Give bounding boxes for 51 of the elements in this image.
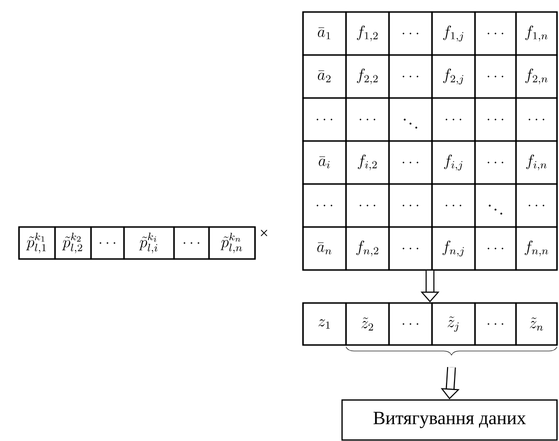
matrix-cell: $\dots$ xyxy=(474,97,517,142)
matrix-cell: $f_{n,2}$ xyxy=(345,226,390,271)
matrix-cell: $\dots$ xyxy=(474,226,517,271)
vector-cell: $\tilde{z}_n$ xyxy=(515,302,558,346)
matrix-cell: $\dots$ xyxy=(474,54,517,99)
vector-cell: $\dots$ xyxy=(388,302,433,346)
matrix-cell: $f_{2,n}$ xyxy=(515,54,558,99)
matrix-cell: $f_{1,n}$ xyxy=(515,11,558,56)
matrix-cell: $f_{i,n}$ xyxy=(515,140,558,185)
matrix-cell: $\dots$ xyxy=(302,183,347,228)
matrix-cell: $\dots$ xyxy=(388,183,433,228)
matrix-cell: $f_{1,j}$ xyxy=(431,11,476,56)
vector-cell: $\tilde{p}_{l,2}^{k_2}$ xyxy=(54,226,92,260)
matrix-cell: $\bar{a}_1$ xyxy=(302,11,347,56)
operator-sign: × xyxy=(260,230,268,236)
matrix-cell: $\dots$ xyxy=(474,140,517,185)
matrix-cell: $f_{2,2}$ xyxy=(345,54,390,99)
vector-cell: $\tilde{p}_{l,n}^{k_n}$ xyxy=(208,226,256,260)
vector-cell: $\tilde{z}_j$ xyxy=(431,302,476,346)
matrix-cell: $f_{n,j}$ xyxy=(431,226,476,271)
matrix-cell: $\dots$ xyxy=(388,140,433,185)
matrix-cell: $f_{i,2}$ xyxy=(345,140,390,185)
vector-cell: $\dots$ xyxy=(90,226,125,260)
matrix-cell: $\dots$ xyxy=(345,183,390,228)
matrix-cell: $\dots$ xyxy=(345,97,390,142)
matrix-cell: $\dots$ xyxy=(388,11,433,56)
matrix-cell: $f_{i,j}$ xyxy=(431,140,476,185)
vector-cell: $\tilde{p}_{l,1}^{k_1}$ xyxy=(18,226,56,260)
matrix-cell: $\dots$ xyxy=(431,183,476,228)
matrix-cell: $f_{n,n}$ xyxy=(515,226,558,271)
brace xyxy=(346,346,558,356)
matrix-cell: $\dots$ xyxy=(302,97,347,142)
matrix-cell: $\dots$ xyxy=(388,54,433,99)
matrix-cell: $\dots$ xyxy=(515,97,558,142)
matrix-cell: $\dots$ xyxy=(515,183,558,228)
matrix-cell: $\dots$ xyxy=(431,97,476,142)
matrix-cell: $\dots$ xyxy=(388,226,433,271)
matrix-cell: $\bar{a}_n$ xyxy=(302,226,347,271)
matrix-cell: $f_{1,2}$ xyxy=(345,11,390,56)
matrix-cell: $\ddots$ xyxy=(388,97,433,142)
vector-cell: $\dots$ xyxy=(474,302,517,346)
matrix-cell: $\bar{a}_i$ xyxy=(302,140,347,185)
process-box: Витягування даних xyxy=(341,399,558,441)
matrix-cell: $\ddots$ xyxy=(474,183,517,228)
matrix-cell: $f_{2,j}$ xyxy=(431,54,476,99)
vector-cell: $\dots$ xyxy=(173,226,210,260)
vector-cell: $\tilde{p}_{l,i}^{k_i}$ xyxy=(123,226,175,260)
matrix-cell: $\dots$ xyxy=(474,11,517,56)
vector-cell: $z_1$ xyxy=(302,302,347,346)
matrix-cell: $\bar{a}_2$ xyxy=(302,54,347,99)
vector-cell: $\tilde{z}_2$ xyxy=(345,302,390,346)
